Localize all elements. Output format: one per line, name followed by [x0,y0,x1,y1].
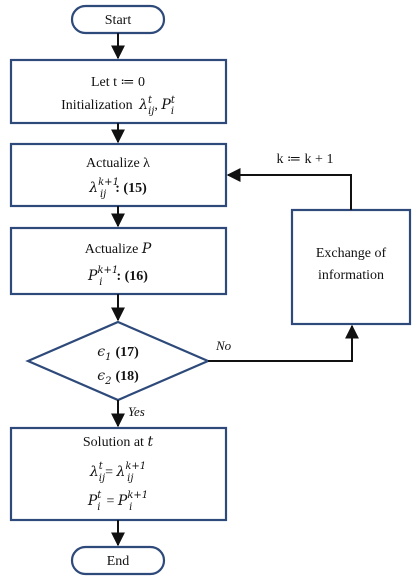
end-label: End [107,554,130,569]
decision-line2: ϵ2(18) [97,368,139,387]
no-label: No [215,338,232,353]
exchange-information-process: Exchange of information [290,208,412,326]
edge-exchange-actlambda [226,168,352,210]
decision-line1: ϵ1(17) [97,344,139,363]
solution-title: Solution at t [83,434,154,450]
actualize-lambda-title: Actualize λ [86,156,150,171]
exchange-line1: Exchange of [316,246,387,261]
yes-label: Yes [128,404,145,419]
init-line1: Let t ≔ 0 [91,75,145,90]
actualize-p-title: Actualize P [85,241,152,257]
convergence-decision: ϵ1(17) ϵ2(18) [25,320,211,402]
edge-decision-no [208,324,359,362]
exchange-line2: information [318,268,384,283]
end-terminal: End [70,545,166,576]
start-terminal: Start [70,4,166,35]
update-k-label: k ≔ k + 1 [277,152,334,167]
start-label: Start [105,13,132,28]
